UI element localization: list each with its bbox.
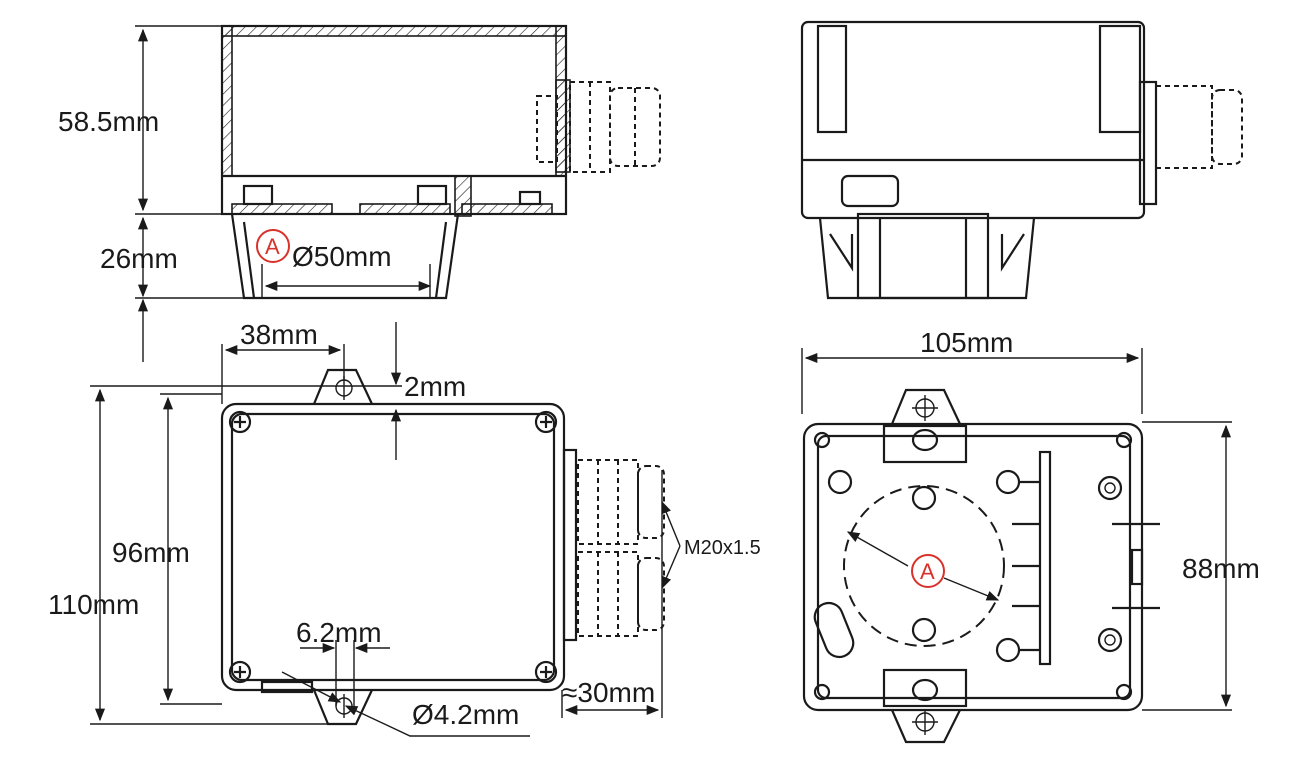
label-6-2mm: 6.2mm bbox=[296, 617, 382, 648]
screw-icon bbox=[228, 410, 558, 684]
base-plate-view: 105mm 88mm bbox=[801, 327, 1260, 744]
side-section-view: 58.5mm 26mm A Ø50mm bbox=[58, 24, 661, 362]
top-view: 38mm 2mm 110mm 96mm 6 bbox=[48, 319, 761, 737]
marker-a-circle-base bbox=[911, 554, 945, 588]
label-110mm: 110mm bbox=[48, 589, 139, 620]
label-m20x1-5: M20x1.5 bbox=[684, 537, 761, 559]
label-2mm: 2mm bbox=[404, 371, 466, 402]
label-diameter-50mm: Ø50mm bbox=[292, 241, 392, 272]
marker-a-label-base: A bbox=[920, 559, 935, 584]
label-approx-30mm: ≈30mm bbox=[562, 677, 655, 708]
cable-gland-icon bbox=[562, 448, 665, 642]
side-elevation-view bbox=[800, 20, 1243, 300]
label-58-5mm: 58.5mm bbox=[58, 106, 159, 137]
label-96mm: 96mm bbox=[112, 537, 190, 568]
marker-a-label: A bbox=[265, 234, 280, 259]
label-38mm: 38mm bbox=[240, 319, 318, 350]
label-105mm: 105mm bbox=[920, 327, 1013, 358]
marker-a-circle bbox=[256, 229, 290, 263]
label-26mm: 26mm bbox=[100, 243, 178, 274]
label-diameter-4-2mm: Ø4.2mm bbox=[412, 699, 519, 730]
terminal-pins bbox=[995, 469, 1040, 663]
label-88mm: 88mm bbox=[1182, 553, 1260, 584]
mounting-hole-icon bbox=[827, 469, 1123, 653]
